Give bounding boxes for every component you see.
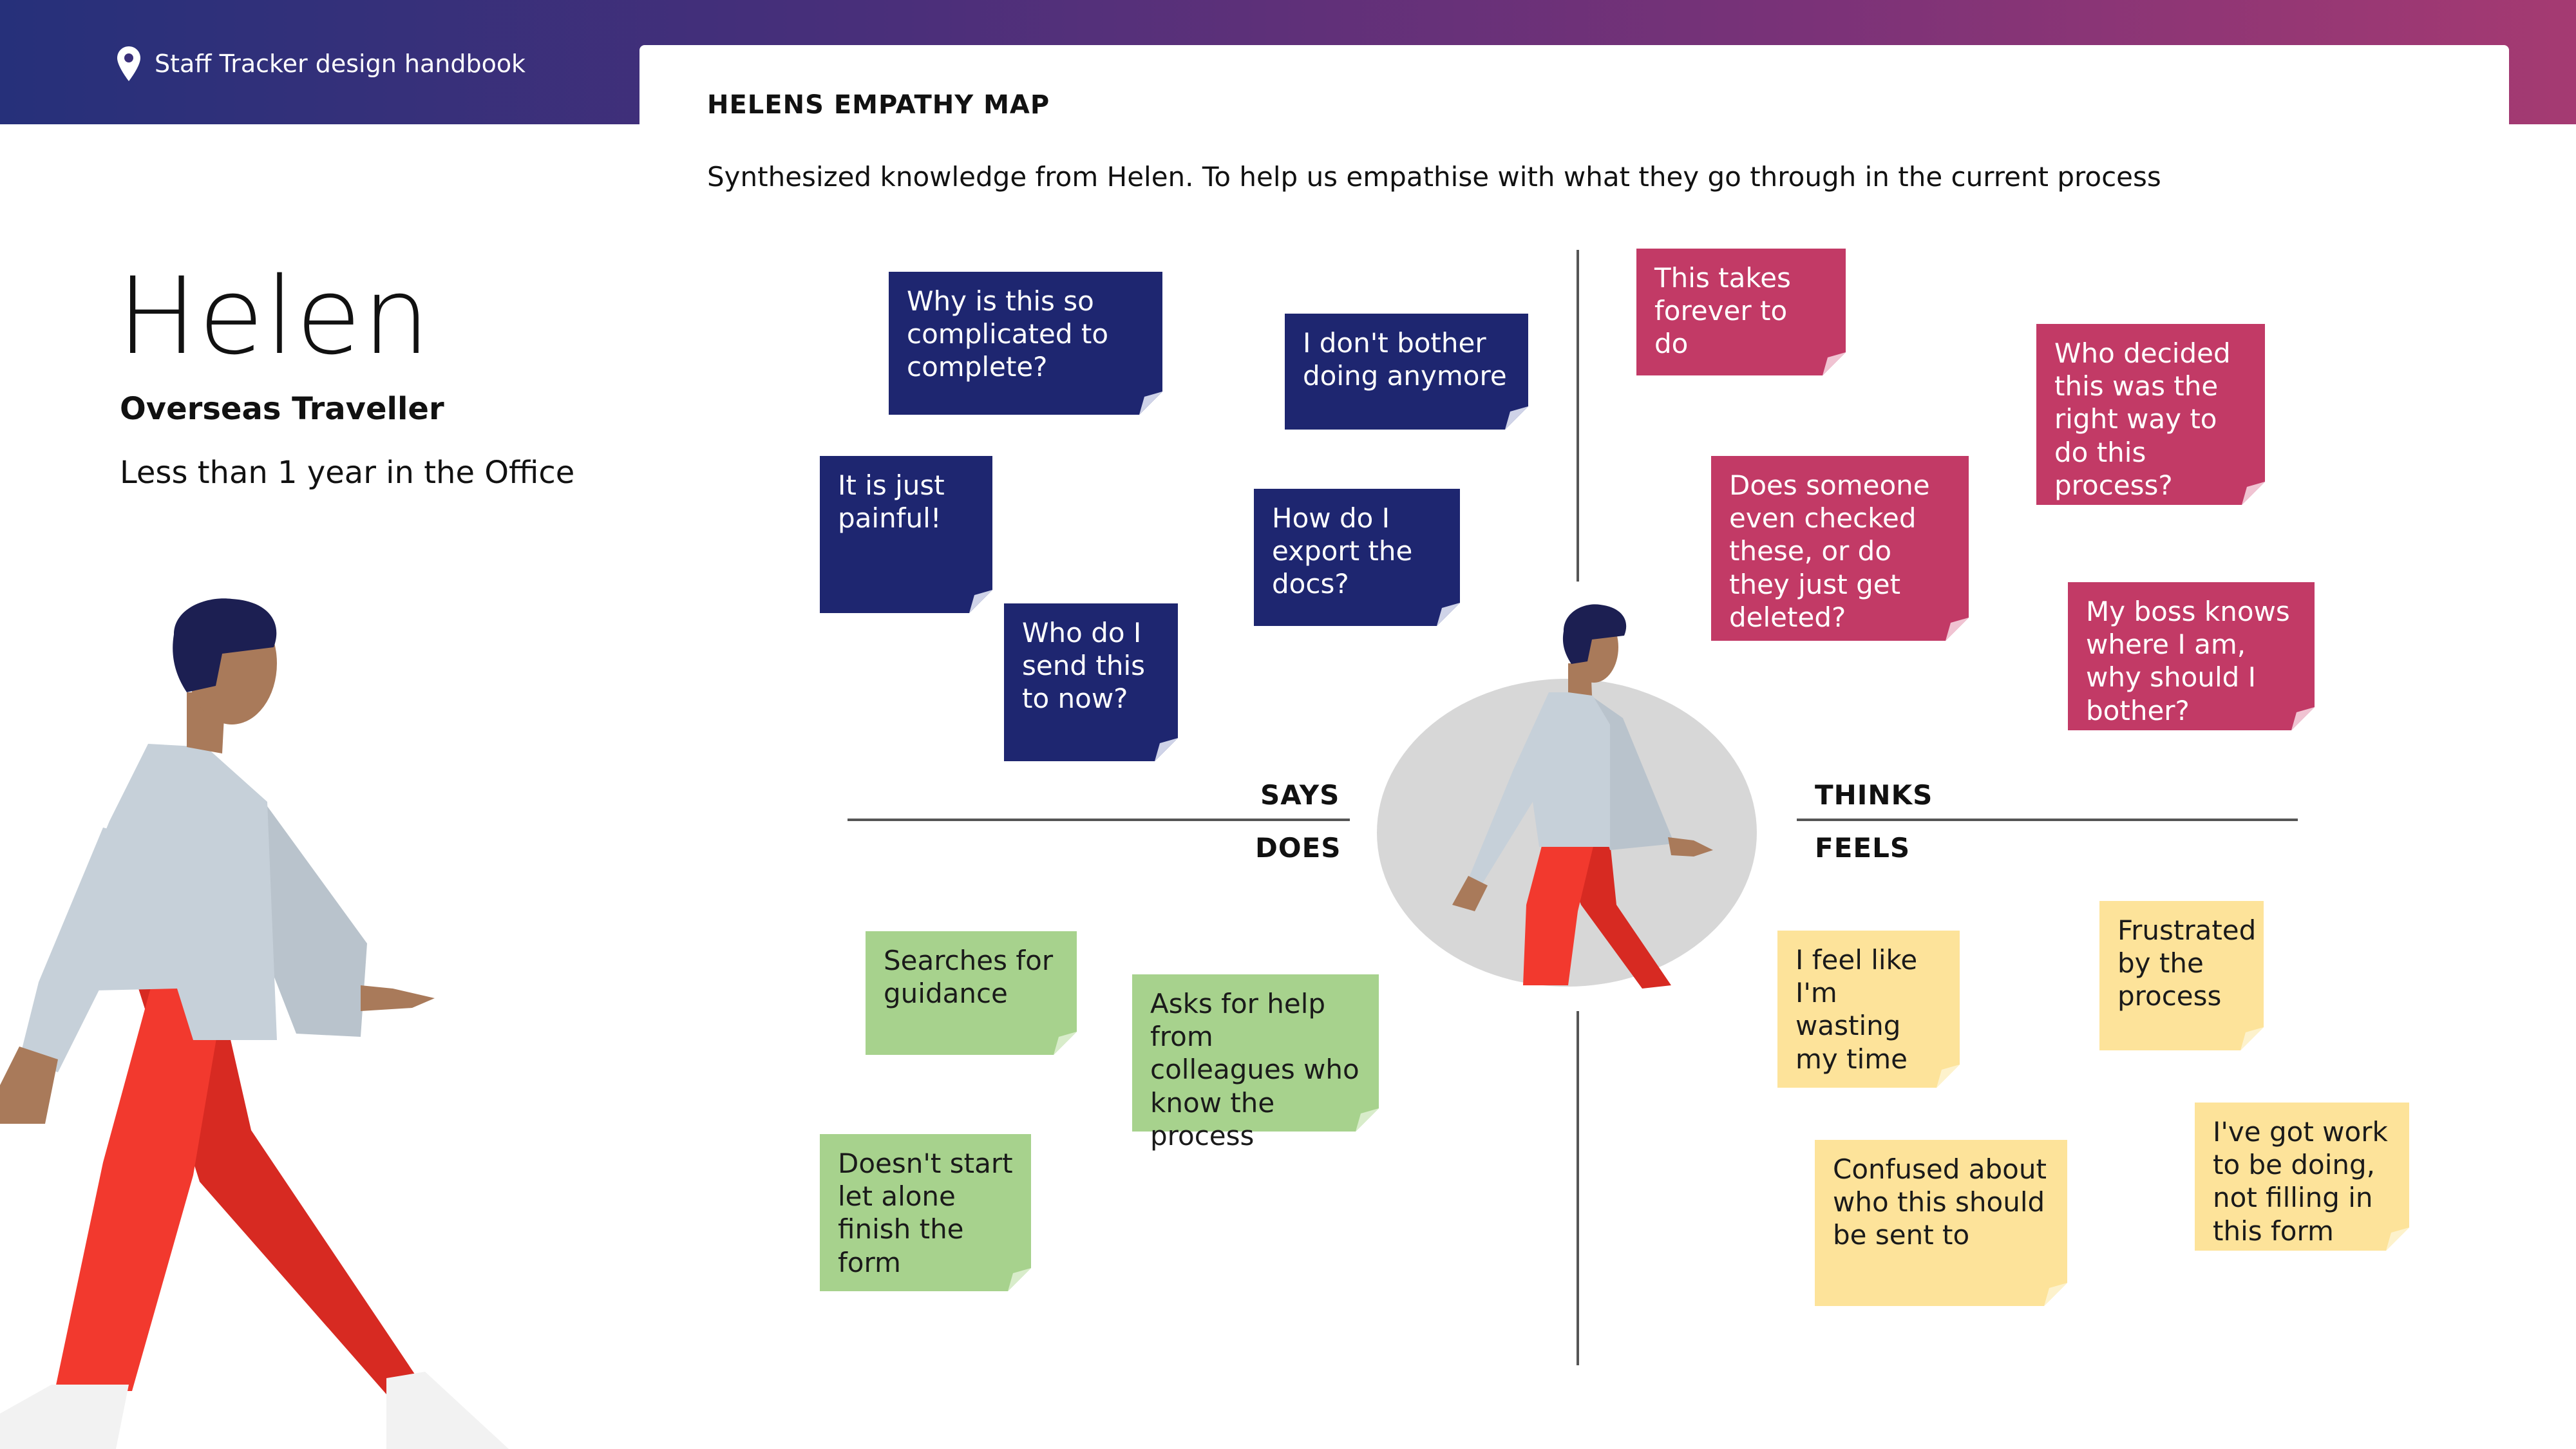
thinks-note-2: Who decided this was the right way to do… bbox=[2036, 324, 2265, 505]
says-note-2: I don't bother doing anymore bbox=[1285, 314, 1528, 430]
note-text: It is just painful! bbox=[838, 469, 945, 535]
persona-role: Overseas Traveller bbox=[120, 391, 444, 427]
vertical-axis-bottom bbox=[1577, 1011, 1579, 1365]
thinks-note-4: My boss knows where I am, why should I b… bbox=[2068, 582, 2315, 730]
page-curl-icon bbox=[2240, 1027, 2264, 1050]
says-note-4: How do I export the docs? bbox=[1254, 489, 1460, 626]
feels-note-4: I've got work to be doing, not filling i… bbox=[2195, 1103, 2409, 1251]
page-subtitle: Synthesized knowledge from Helen. To hel… bbox=[707, 161, 2161, 193]
page-curl-icon bbox=[2386, 1227, 2409, 1251]
page-curl-icon bbox=[1139, 392, 1162, 415]
brand-label: Staff Tracker design handbook bbox=[155, 50, 526, 78]
page-curl-icon bbox=[1437, 603, 1460, 626]
center-persona-illustration bbox=[1452, 604, 1713, 989]
note-text: Doesn't start let alone finish the form bbox=[838, 1148, 1013, 1278]
note-text: Who do I send this to now? bbox=[1022, 617, 1145, 715]
does-note-1: Searches for guidance bbox=[866, 931, 1077, 1055]
note-text: How do I export the docs? bbox=[1272, 502, 1413, 600]
note-text: This takes forever to do bbox=[1654, 262, 1791, 360]
says-note-3: It is just painful! bbox=[820, 456, 992, 613]
does-note-2: Asks for help from colleagues who know t… bbox=[1132, 974, 1379, 1151]
page-curl-icon bbox=[969, 590, 992, 613]
does-note-3: Doesn't start let alone finish the form bbox=[820, 1134, 1031, 1291]
page-curl-icon bbox=[2291, 707, 2315, 730]
note-text: Why is this so complicated to complete? bbox=[907, 285, 1109, 383]
quadrant-label-does: DOES bbox=[1255, 832, 1341, 864]
note-text: I've got work to be doing, not filling i… bbox=[2213, 1116, 2388, 1247]
feels-note-3: Confused about who this should be sent t… bbox=[1815, 1140, 2067, 1306]
note-text: I don't bother doing anymore bbox=[1303, 327, 1507, 392]
feels-note-2: Frustrated by the process bbox=[2099, 901, 2264, 1050]
page-curl-icon bbox=[1937, 1065, 1960, 1088]
horizontal-axis-right bbox=[1797, 819, 2298, 821]
note-text: Frustrated by the process bbox=[2117, 914, 2257, 1012]
thinks-note-1: This takes forever to do bbox=[1636, 249, 1846, 375]
persona-tenure: Less than 1 year in the Office bbox=[120, 455, 575, 491]
page-curl-icon bbox=[2044, 1283, 2067, 1306]
feels-note-1: I feel like I'm wasting my time bbox=[1777, 931, 1960, 1088]
page-curl-icon bbox=[1356, 1108, 1379, 1132]
note-text: Confused about who this should be sent t… bbox=[1833, 1153, 2047, 1251]
page-curl-icon bbox=[1008, 1268, 1031, 1291]
note-text: Does someone even checked these, or do t… bbox=[1729, 469, 1930, 633]
page-curl-icon bbox=[1155, 738, 1178, 761]
quadrant-label-thinks: THINKS bbox=[1815, 779, 1933, 811]
note-text: Who decided this was the right way to do… bbox=[2054, 337, 2231, 501]
brand-link[interactable]: Staff Tracker design handbook bbox=[117, 46, 526, 81]
page-title: HELENS EMPATHY MAP bbox=[707, 90, 1050, 120]
page-curl-icon bbox=[2242, 482, 2265, 505]
page-curl-icon bbox=[1823, 352, 1846, 375]
horizontal-axis-left bbox=[848, 819, 1350, 821]
thinks-note-3: Does someone even checked these, or do t… bbox=[1711, 456, 1969, 641]
note-text: My boss knows where I am, why should I b… bbox=[2086, 596, 2290, 726]
note-text: Searches for guidance bbox=[884, 945, 1054, 1010]
page-curl-icon bbox=[1054, 1032, 1077, 1055]
note-text: Asks for help from colleagues who know t… bbox=[1150, 988, 1359, 1151]
says-note-5: Who do I send this to now? bbox=[1004, 603, 1178, 761]
page-curl-icon bbox=[1505, 406, 1528, 430]
quadrant-label-feels: FEELS bbox=[1815, 832, 1911, 864]
vertical-axis-top bbox=[1577, 250, 1579, 582]
persona-name: Helen bbox=[117, 254, 431, 378]
location-pin-icon bbox=[117, 46, 140, 81]
persona-illustration bbox=[0, 598, 509, 1449]
note-text: I feel like I'm wasting my time bbox=[1795, 944, 1918, 1075]
quadrant-label-says: SAYS bbox=[1260, 779, 1340, 811]
says-note-1: Why is this so complicated to complete? bbox=[889, 272, 1162, 415]
page-curl-icon bbox=[1946, 618, 1969, 641]
